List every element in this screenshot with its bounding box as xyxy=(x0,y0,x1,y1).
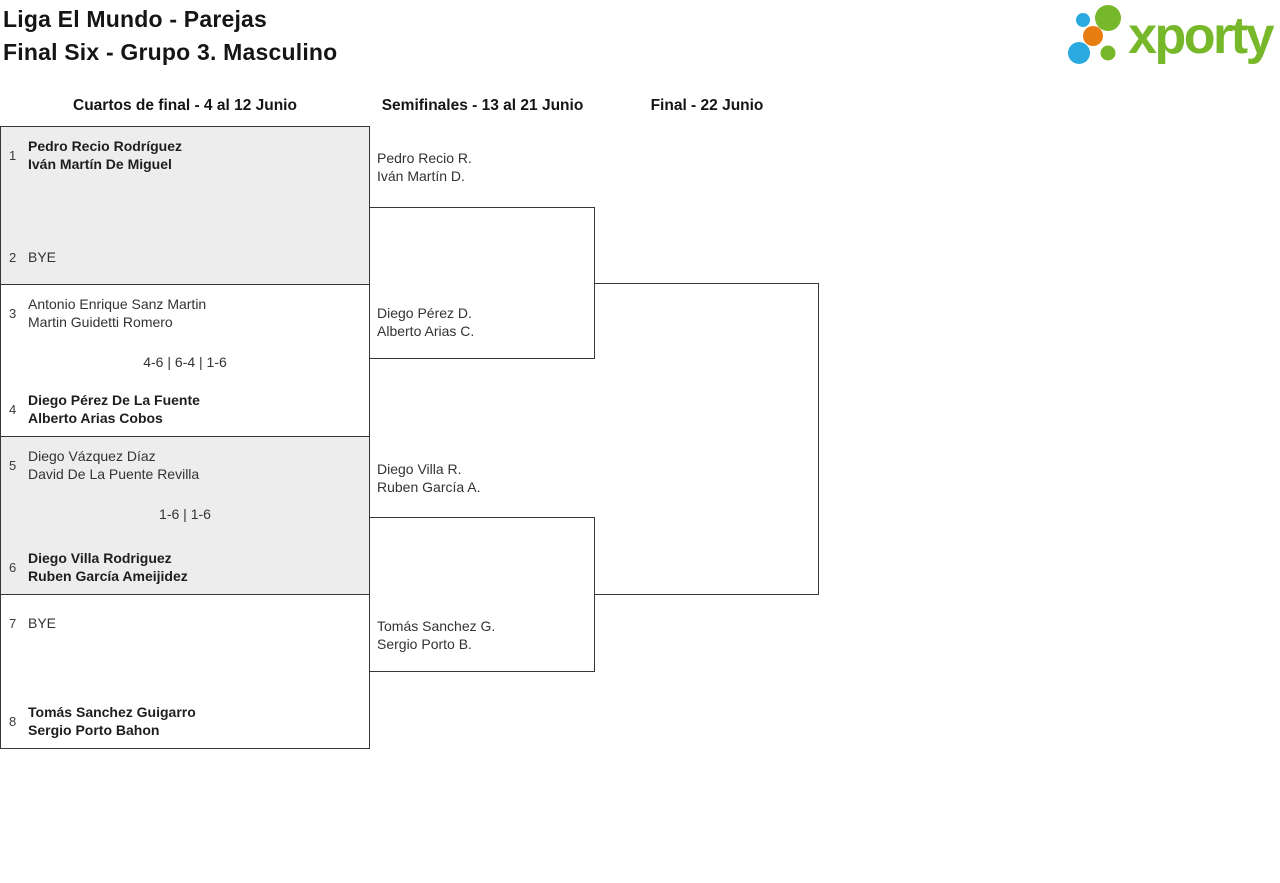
seed-number: 4 xyxy=(9,401,17,417)
page-title-line1: Liga El Mundo - Parejas xyxy=(3,6,268,32)
player-name: Diego Villa R. xyxy=(377,461,462,477)
round-header-semifinals: Semifinales - 13 al 21 Junio xyxy=(381,97,584,114)
player-name: Alberto Arias Cobos xyxy=(28,410,163,426)
player-name: Tomás Sanchez G. xyxy=(377,618,496,634)
player-name: Sergio Porto Bahon xyxy=(28,722,160,738)
team-players: Antonio Enrique Sanz Martin Martin Guide… xyxy=(28,295,206,331)
final-connector-box xyxy=(594,283,819,595)
logo-dot xyxy=(1100,45,1116,61)
team-players: BYE xyxy=(28,605,56,641)
logo-dot xyxy=(1076,13,1091,27)
match-score: 4-6 | 6-4 | 1-6 xyxy=(143,354,227,370)
team-players: Tomás Sanchez Guigarro Sergio Porto Baho… xyxy=(28,703,196,739)
player-name: Ruben García A. xyxy=(377,479,481,495)
player-name: Iván Martín D. xyxy=(377,168,465,184)
logo-dot xyxy=(1095,5,1122,31)
player-name: Alberto Arias C. xyxy=(377,323,475,339)
team-row: 6 Diego Villa Rodriguez Ruben García Ame… xyxy=(1,549,369,585)
team-players: Pedro Recio Rodríguez Iván Martín De Mig… xyxy=(28,137,182,173)
semifinal-2-bottom-team: Tomás Sanchez G. Sergio Porto B. xyxy=(377,617,592,653)
seed-number: 3 xyxy=(9,305,17,321)
round-header-quarterfinals: Cuartos de final - 4 al 12 Junio xyxy=(73,97,297,114)
player-name: David De La Puente Revilla xyxy=(28,466,200,482)
match-block-qf1: 1 Pedro Recio Rodríguez Iván Martín De M… xyxy=(0,126,370,285)
player-name: Iván Martín De Miguel xyxy=(28,156,172,172)
team-row: 4 Diego Pérez De La Fuente Alberto Arias… xyxy=(1,391,369,427)
page-title-line2: Final Six - Grupo 3. Masculino xyxy=(3,39,338,65)
player-name: Ruben García Ameijidez xyxy=(28,568,188,584)
player-name: Martin Guidetti Romero xyxy=(28,314,173,330)
seed-number: 2 xyxy=(9,249,17,265)
xporty-logo-text: xporty xyxy=(1128,7,1274,65)
round-header-final: Final - 22 Junio xyxy=(650,97,764,114)
player-name: Pedro Recio R. xyxy=(377,150,472,166)
seed-number: 6 xyxy=(9,559,17,575)
player-name: BYE xyxy=(28,615,57,631)
semifinal-2-top-team: Diego Villa R. Ruben García A. xyxy=(377,460,592,496)
match-block-qf3: 5 Diego Vázquez Díaz David De La Puente … xyxy=(0,436,370,595)
team-players: BYE xyxy=(28,239,56,275)
player-name: Diego Villa Rodriguez xyxy=(28,550,172,566)
page-title: Liga El Mundo - Parejas Final Six - Grup… xyxy=(3,3,337,69)
team-row: 2 BYE xyxy=(1,239,369,275)
logo-dot xyxy=(1083,26,1104,46)
team-row: 3 Antonio Enrique Sanz Martin Martin Gui… xyxy=(1,295,369,331)
player-name: Tomás Sanchez Guigarro xyxy=(28,704,196,720)
team-row: 5 Diego Vázquez Díaz David De La Puente … xyxy=(1,447,369,483)
team-row: 1 Pedro Recio Rodríguez Iván Martín De M… xyxy=(1,137,369,173)
xporty-logo[interactable]: xporty xyxy=(1061,3,1274,69)
team-row: 7 BYE xyxy=(1,605,369,641)
player-name: Sergio Porto B. xyxy=(377,636,472,652)
match-score: 1-6 | 1-6 xyxy=(159,506,211,522)
seed-number: 1 xyxy=(9,147,17,163)
logo-dot xyxy=(1068,42,1091,64)
player-name: Diego Pérez D. xyxy=(377,305,472,321)
player-name: Diego Pérez De La Fuente xyxy=(28,392,200,408)
match-block-qf4: 7 BYE 8 Tomás Sanchez Guigarro Sergio Po… xyxy=(0,594,370,749)
semifinal-1-bottom-team: Diego Pérez D. Alberto Arias C. xyxy=(377,304,592,340)
team-players: Diego Vázquez Díaz David De La Puente Re… xyxy=(28,447,199,483)
seed-number: 7 xyxy=(9,615,17,631)
semifinal-1-top-team: Pedro Recio R. Iván Martín D. xyxy=(377,149,592,185)
team-row: 8 Tomás Sanchez Guigarro Sergio Porto Ba… xyxy=(1,703,369,739)
player-name: Pedro Recio Rodríguez xyxy=(28,138,183,154)
team-players: Diego Villa Rodriguez Ruben García Ameij… xyxy=(28,549,188,585)
player-name: Antonio Enrique Sanz Martin xyxy=(28,296,207,312)
player-name: Diego Vázquez Díaz xyxy=(28,448,156,464)
xporty-logo-icon xyxy=(1068,5,1122,64)
seed-number: 8 xyxy=(9,713,17,729)
seed-number: 5 xyxy=(9,457,17,473)
match-block-qf2: 3 Antonio Enrique Sanz Martin Martin Gui… xyxy=(0,284,370,437)
player-name: BYE xyxy=(28,249,57,265)
team-players: Diego Pérez De La Fuente Alberto Arias C… xyxy=(28,391,200,427)
